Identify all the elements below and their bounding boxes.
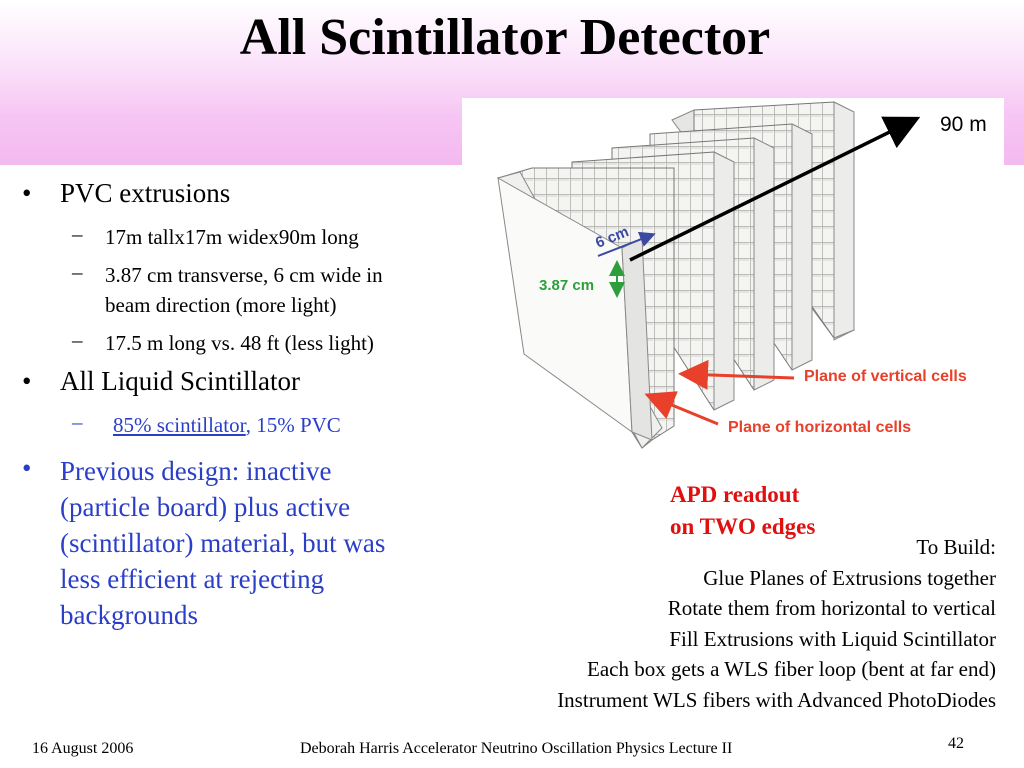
footer-date: 16 August 2006 [32,740,134,757]
build-step: Glue Planes of Extrusions together [703,565,996,590]
detector-drawing: 6 cm 3.87 cm Plane of vertical cells Pla… [497,101,967,449]
scintillator-link[interactable]: 85% scintillator [113,413,246,437]
height-label: 3.87 cm [539,277,594,294]
horizontal-plane-arrow [644,391,719,426]
build-step: Rotate them from horizontal to vertical [667,596,996,620]
length-label: 90 m [940,113,987,136]
plane-stack [497,101,855,449]
apd-readout-note: APD readout on TWO edges [670,482,816,539]
vertical-plane-label: Plane of vertical cells [804,368,967,385]
vertical-plane-arrow [678,359,795,390]
build-step: Instrument WLS fibers with Advanced Phot… [557,687,996,712]
slide-title: All Scintillator Detector [239,9,771,66]
footer-author: Deborah Harris Accelerator Neutrino Osci… [300,740,733,757]
horizontal-plane-label: Plane of horizontal cells [728,419,911,436]
build-step: Fill Extrusions with Liquid Scintillator [669,626,996,651]
bullet-text: All Liquid Scintillator [60,366,300,396]
length-arrow [629,116,921,262]
bullet-text: PVC extrusions [60,178,231,208]
detector-figure: 6 cm 3.87 cm Plane of vertical cells Pla… [462,98,1004,460]
build-step: Each box gets a WLS fiber loop (bent at … [587,657,996,681]
slide-number: 42 [948,735,964,752]
build-steps: To Build: Glue Planes of Extrusions toge… [557,532,996,715]
bullet-text: Previous design: inactive (particle boar… [60,456,386,630]
build-heading: To Build: [916,535,996,559]
